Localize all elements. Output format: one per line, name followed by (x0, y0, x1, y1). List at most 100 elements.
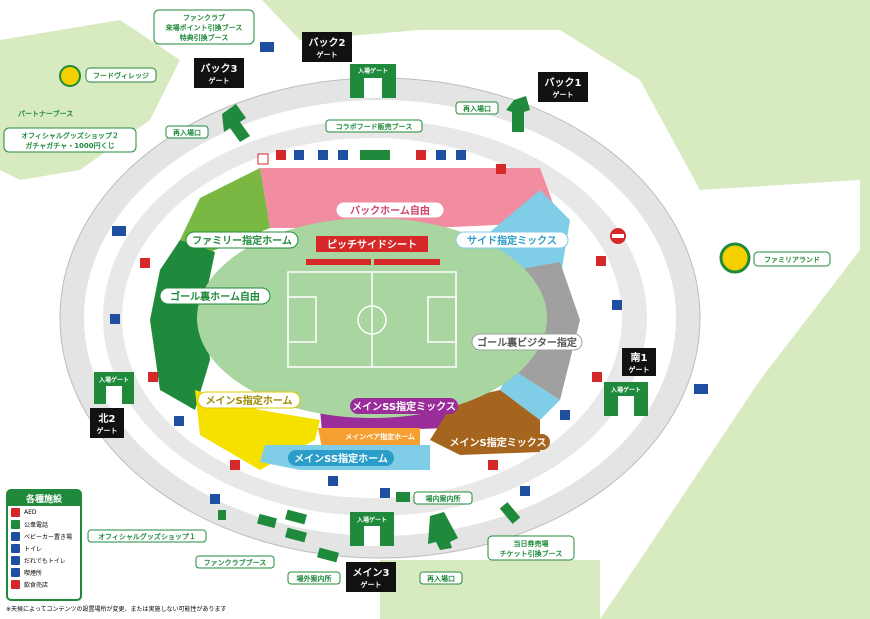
food-icon (148, 372, 158, 382)
label-family-reserved-home: ファミリー指定ホーム (192, 234, 292, 247)
booth-goods-1a[interactable] (257, 513, 277, 529)
booth-sameday-ticket[interactable] (499, 502, 521, 524)
label-pitch-side: ピッチサイドシート (327, 239, 417, 251)
fanclub-booth-line2: 来場ポイント引換ブース (165, 23, 243, 32)
accessible-toilet-icon (318, 150, 328, 160)
legend-label: だれでもトイレ (24, 557, 66, 565)
legend-row: だれでもトイレ (8, 554, 80, 566)
entry-gate-left-label: 入場ゲート (98, 376, 129, 384)
gate-north2-label: 北2 (99, 412, 116, 425)
gate-back1-label: バック1 (545, 77, 582, 89)
gate-south1-label: 南1 (631, 351, 648, 364)
label-ticket-exchange: チケット引換ブース (500, 549, 563, 558)
label-goal-back-home-free: ゴール裏ホーム自由 (170, 290, 260, 303)
label-reentry-right: 再入場口 (463, 104, 491, 113)
lawn-area (262, 0, 870, 619)
label-back-home-free: バックホーム自由 (350, 204, 430, 217)
toilet-icon (612, 300, 622, 310)
collab-food-booth[interactable] (360, 150, 390, 160)
arrow-reentry-left (222, 104, 250, 142)
accessible-toilet-icon (11, 555, 20, 565)
gate-back1[interactable] (538, 72, 588, 102)
gate-back3-label: バック3 (201, 63, 238, 75)
gate-back3-sub: ゲート (209, 76, 230, 85)
label-official-goods-1: オフィシャルグッズショップ１ (98, 532, 196, 541)
right-penalty-area (427, 296, 457, 343)
toilet-icon (436, 150, 446, 160)
left-penalty-area (287, 296, 317, 343)
seat-goal-back-visitor-lower[interactable] (500, 368, 560, 420)
toilet-icon (174, 416, 184, 426)
booth-inside-info[interactable] (396, 492, 410, 502)
gate-south1[interactable] (622, 348, 656, 376)
food-icon (140, 258, 150, 268)
pitch-side-bar-left[interactable] (306, 259, 371, 265)
gate-main3[interactable] (346, 562, 396, 592)
aed-icon (11, 507, 20, 517)
label-family-land: ファミリアランド (764, 256, 820, 264)
fanclub-booth-box[interactable] (153, 9, 255, 45)
legend-label: AED (24, 508, 37, 516)
entry-gate-top-label: 入場ゲート (357, 67, 388, 75)
label-main-s-home: メインS指定ホーム (206, 394, 293, 407)
label-gacha: ガチャガチャ・1000円くじ (25, 141, 114, 150)
footnote: ※天候によってコンテンツの設置場所が変更、または実施しない可能性があります (6, 606, 227, 613)
label-collab-food: コラボフード販売ブース (336, 122, 413, 131)
food-icon (416, 150, 426, 160)
label-main-s-mix: メインS指定ミックス (450, 436, 547, 449)
legend-row: ベビーカー置き場 (8, 530, 80, 542)
pitch-side-bar-right[interactable] (374, 259, 440, 265)
label-sameday-ticket: 当日券売場 (514, 539, 549, 548)
gate-south1-sub: ゲート (629, 365, 650, 374)
toilet-icon (11, 543, 20, 553)
label-fanclub-booth-2: ファンクラブブース (204, 558, 267, 567)
gate-main3-sub: ゲート (361, 580, 382, 589)
legend-row: AED (8, 506, 80, 518)
label-side-reserved-mix: サイド指定ミックス (467, 234, 557, 247)
seat-back-home-free[interactable] (260, 168, 560, 228)
legend-label: 飲食売店 (24, 581, 49, 589)
food-icon (596, 256, 606, 266)
booth-goods-1b[interactable] (285, 509, 307, 525)
label-official-goods-2: オフィシャルグッズショップ２ (21, 131, 119, 140)
entry-gate-bottom-label: 入場ゲート (356, 516, 387, 524)
baby-icon (380, 488, 390, 498)
aed-icon (257, 153, 269, 165)
food-icon (496, 164, 506, 174)
gate-main3-label: メイン3 (353, 567, 390, 579)
label-main-ss-mix: メインSS指定ミックス (352, 400, 456, 413)
smoking-icon (112, 226, 126, 236)
legend-label: トイレ (24, 545, 43, 553)
legend-label: 喫煙所 (24, 569, 43, 577)
legend-row: 公衆電話 (8, 518, 80, 530)
label-reentry-bottom: 再入場口 (427, 574, 455, 583)
baby-icon (520, 486, 530, 496)
food-icon (11, 579, 20, 589)
booth-outside-info[interactable] (317, 547, 339, 563)
toilet-icon (328, 476, 338, 486)
label-partner-booth: パートナーブース (18, 109, 73, 118)
seat-goal-back-home-free[interactable] (150, 240, 215, 410)
gate-back3[interactable] (194, 58, 244, 88)
label-main-pair-home: メインペア指定ホーム (345, 432, 415, 441)
legend-row: トイレ (8, 542, 80, 554)
toilet-icon (338, 150, 348, 160)
toilet-icon (294, 150, 304, 160)
booth-fanclub[interactable] (285, 527, 307, 543)
smoking-icon (260, 42, 274, 52)
label-main-ss-home: メインSS指定ホーム (294, 452, 388, 465)
gate-back1-sub: ゲート (553, 90, 574, 99)
legend-title: 各種施設 (8, 491, 80, 506)
gate-north2[interactable] (90, 408, 124, 438)
food-icon (488, 460, 498, 470)
legend-label: ベビーカー置き場 (24, 533, 73, 541)
legend-label: 公衆電話 (24, 521, 49, 529)
accessible-toilet-icon (210, 494, 220, 504)
legend-row: 喫煙所 (8, 566, 80, 578)
gate-back2[interactable] (302, 32, 352, 62)
seat-family-reserved-home[interactable] (180, 168, 270, 252)
facility-legend: 各種施設 AED 公衆電話ベビーカー置き場トイレだれでもトイレ喫煙所飲食売店 (6, 489, 82, 601)
fanclub-booth-line3: 特典引換ブース (180, 33, 229, 42)
toilet-icon (560, 410, 570, 420)
